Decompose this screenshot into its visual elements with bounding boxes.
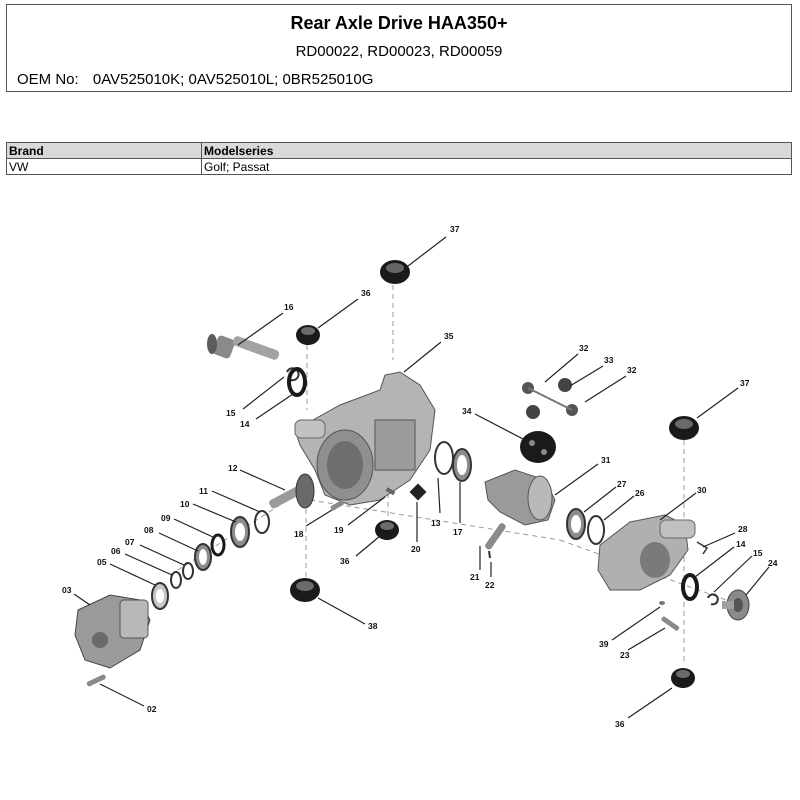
part-23-bolt — [661, 616, 680, 631]
callout-14-left: 14 — [240, 419, 250, 429]
part-39-washer — [659, 601, 665, 605]
part-34-differential-cover — [520, 431, 556, 463]
callout-36-bottom-right: 36 — [615, 719, 625, 729]
callout-33: 33 — [604, 355, 614, 365]
part-13-shim — [434, 441, 454, 475]
part-38-cap — [290, 578, 320, 602]
callout-11: 11 — [199, 486, 208, 496]
callout-38: 38 — [368, 621, 378, 631]
callout-37-right: 37 — [740, 378, 750, 388]
callout-02: 02 — [147, 704, 157, 714]
callout-32-top: 32 — [579, 343, 589, 353]
oem-label: OEM No: — [17, 71, 79, 88]
part-10-bearing — [230, 516, 250, 548]
part-15-circlip-right — [707, 593, 719, 606]
callout-28: 28 — [738, 524, 748, 534]
callout-labels: 37 36 16 35 32 33 32 34 15 14 37 12 31 1… — [62, 224, 778, 729]
callout-26: 26 — [635, 488, 645, 498]
part-03-coupling-unit — [74, 594, 151, 669]
part-20-gasket — [409, 483, 427, 501]
callout-14-right: 14 — [736, 539, 746, 549]
brand-table-header-row: Brand Modelseries — [6, 142, 792, 159]
modelseries-column-header: Modelseries — [201, 142, 792, 159]
brand-table: Brand Modelseries VW Golf; Passat — [6, 142, 792, 175]
oem-numbers: 0AV525010K; 0AV525010L; 0BR525010G — [92, 71, 374, 88]
callout-24: 24 — [768, 558, 778, 568]
callout-08: 08 — [144, 525, 154, 535]
callout-09: 09 — [161, 513, 171, 523]
reference-numbers: RD00022, RD00023, RD00059 — [295, 43, 503, 60]
part-36-plug-upper — [296, 325, 320, 345]
brand-cell: VW — [6, 158, 202, 175]
part-36-plug-center — [375, 520, 399, 540]
callout-39: 39 — [599, 639, 609, 649]
callout-36-center: 36 — [340, 556, 350, 566]
part-08-bearing — [194, 543, 212, 571]
part-24-output-flange — [722, 589, 750, 621]
callout-27: 27 — [617, 479, 627, 489]
part-32-33-differential-gears — [522, 378, 578, 419]
callout-05: 05 — [97, 557, 107, 567]
callout-36-upper: 36 — [361, 288, 371, 298]
part-09-ring — [210, 533, 226, 557]
part-07-ring — [182, 562, 194, 580]
part-37-cap-right — [669, 416, 699, 440]
callout-21: 21 — [470, 572, 480, 582]
part-36-plug-bottom-right — [671, 668, 695, 688]
callout-06: 06 — [111, 546, 121, 556]
part-12-pinion-gear — [269, 473, 315, 509]
part-06-ring — [170, 571, 182, 589]
callout-22: 22 — [485, 580, 495, 590]
part-11-spacer — [254, 510, 270, 534]
oem-line: OEM No: 0AV525010K; 0AV525010L; 0BR52501… — [17, 71, 373, 88]
callout-19: 19 — [334, 525, 344, 535]
callout-15-right: 15 — [753, 548, 763, 558]
callout-23: 23 — [620, 650, 630, 660]
part-37-cap-top — [380, 260, 410, 284]
part-21-pin — [485, 523, 506, 550]
part-05-seal — [151, 582, 169, 610]
brand-column-header: Brand — [6, 142, 202, 159]
modelseries-cell: Golf; Passat — [201, 158, 792, 175]
callout-32-right: 32 — [627, 365, 637, 375]
callout-34: 34 — [462, 406, 472, 416]
part-19-stud — [385, 487, 396, 496]
part-27-bearing — [566, 508, 586, 540]
callout-17: 17 — [453, 527, 463, 537]
callout-18: 18 — [294, 529, 304, 539]
part-17-bearing — [452, 448, 472, 482]
part-14-seal — [287, 367, 307, 397]
part-02-bolt — [86, 674, 106, 687]
part-15-circlip — [286, 367, 300, 382]
part-28-clip — [696, 541, 709, 555]
part-35-housing — [294, 371, 436, 506]
callout-16: 16 — [284, 302, 294, 312]
part-18-bolt — [330, 500, 344, 511]
callout-15-left: 15 — [226, 408, 236, 418]
part-22-dowel — [488, 550, 491, 559]
callout-03: 03 — [62, 585, 72, 595]
callout-37-top: 37 — [450, 224, 460, 234]
callout-13: 13 — [431, 518, 441, 528]
callout-20: 20 — [411, 544, 421, 554]
callout-31: 31 — [601, 455, 611, 465]
callout-30: 30 — [697, 485, 707, 495]
part-30-side-cover-housing — [597, 514, 696, 591]
part-31-differential-carrier — [484, 469, 556, 526]
callout-07: 07 — [125, 537, 135, 547]
callout-35: 35 — [444, 331, 454, 341]
table-row: VW Golf; Passat — [6, 158, 792, 175]
part-14-seal-right — [681, 573, 699, 601]
header-box: Rear Axle Drive HAA350+ RD00022, RD00023… — [6, 4, 792, 92]
callout-12: 12 — [228, 463, 238, 473]
part-26-shim — [587, 515, 605, 545]
callout-10: 10 — [180, 499, 190, 509]
page-title: Rear Axle Drive HAA350+ — [290, 13, 508, 33]
part-16-input-shaft — [207, 334, 280, 360]
exploded-parts-diagram: 37 36 16 35 32 33 32 34 15 14 37 12 31 1… — [62, 224, 778, 729]
